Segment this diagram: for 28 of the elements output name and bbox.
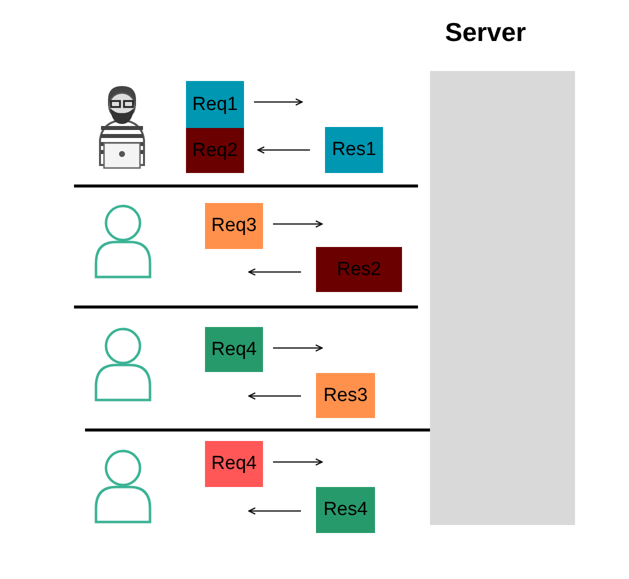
message-label: Res3 — [323, 384, 368, 406]
arrow — [273, 220, 323, 228]
arrow — [254, 98, 303, 106]
message-box — [205, 441, 263, 487]
message-label: Req4 — [211, 338, 257, 360]
server-panel — [430, 71, 575, 525]
arrow — [273, 344, 323, 352]
message-box — [316, 247, 402, 292]
arrow — [248, 507, 301, 515]
message-label: Req2 — [192, 140, 238, 162]
arrow — [248, 392, 301, 400]
message-box — [186, 81, 244, 128]
message-box — [186, 128, 244, 173]
message-box — [205, 327, 263, 372]
message-label: Res1 — [332, 139, 376, 161]
message-box — [316, 373, 375, 418]
message-label: Req4 — [211, 453, 257, 475]
arrow — [257, 146, 310, 154]
message-label: Res4 — [323, 499, 368, 521]
message-label: Req3 — [211, 215, 257, 237]
message-label: Res2 — [336, 258, 382, 280]
message-label: Req1 — [192, 94, 238, 116]
arrow — [273, 458, 323, 466]
arrow — [248, 268, 301, 276]
message-box — [316, 487, 375, 533]
message-box — [205, 203, 263, 249]
server-heading: Server — [445, 17, 526, 48]
message-box — [325, 127, 383, 173]
